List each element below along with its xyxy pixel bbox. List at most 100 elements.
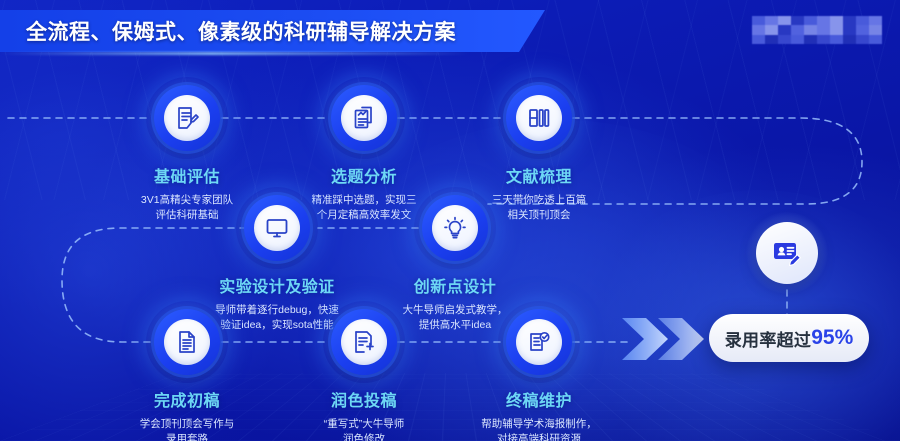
step-desc-line-1: 学会顶刊顶会写作与 xyxy=(139,418,235,430)
logo-mosaic-cell xyxy=(778,34,791,44)
logo-mosaic-cell xyxy=(830,16,843,26)
step-desc-line-2: 对接高端科研资源 xyxy=(497,433,581,441)
books-shelf-icon xyxy=(516,95,562,141)
logo-mosaic-cell xyxy=(752,16,765,26)
document-pencil-icon xyxy=(164,95,210,141)
step-node-6[interactable]: 完成初稿 学会顶刊顶会写作与 录用套路 xyxy=(97,301,277,441)
step-description: 3V1高精尖专家团队 评估科研基础 xyxy=(97,193,277,223)
step-desc-line-2: 个月定稿高效率发文 xyxy=(316,209,412,221)
step-desc-line-2: 录用套路 xyxy=(166,433,208,441)
logo-mosaic-cell xyxy=(869,25,882,35)
step-icon-wrap xyxy=(498,77,580,159)
step-icon-wrap xyxy=(498,301,580,383)
icon-circle xyxy=(506,309,572,375)
title-banner: 全流程、保姆式、像素级的科研辅导解决方案 xyxy=(0,10,545,52)
icon-circle xyxy=(154,309,220,375)
step-desc-line-2: 润色修改 xyxy=(343,433,385,441)
censored-logo xyxy=(752,16,882,44)
step-description: “重写式”大牛导师 润色修改 xyxy=(274,417,454,441)
step-node-2[interactable]: 选题分析 精准踩中选题，实现三 个月定稿高效率发文 xyxy=(274,77,454,223)
logo-mosaic-cell xyxy=(856,16,869,26)
step-title: 终稿维护 xyxy=(505,393,572,410)
step-desc-line-2: 相关顶刊顶会 xyxy=(507,209,571,221)
step-title: 基础评估 xyxy=(153,169,220,186)
step-icon-wrap xyxy=(323,77,405,159)
step-icon-wrap xyxy=(323,301,405,383)
page-lines-icon xyxy=(164,319,210,365)
step-title: 完成初稿 xyxy=(153,393,220,410)
step-description: 学会顶刊顶会写作与 录用套路 xyxy=(97,417,277,441)
icon-circle xyxy=(422,195,488,261)
logo-mosaic-cell xyxy=(804,16,817,26)
icon-circle xyxy=(506,85,572,151)
step-icon-wrap xyxy=(414,187,496,269)
double-chevron-right-icon xyxy=(622,318,704,360)
logo-mosaic-cell xyxy=(869,16,882,26)
step-description: 导师带着逐行debug，快速 验证idea，实现sota性能 xyxy=(187,303,367,333)
step-node-7[interactable]: 润色投稿 “重写式”大牛导师 润色修改 xyxy=(274,301,454,441)
step-desc-line-1: 大牛导师启发式教学， xyxy=(402,304,508,316)
id-card-edit-icon xyxy=(756,222,818,284)
step-desc-line-2: 评估科研基础 xyxy=(155,209,219,221)
logo-mosaic-cell xyxy=(765,25,778,35)
result-icon-wrap xyxy=(746,212,828,294)
document-check-icon xyxy=(516,319,562,365)
logo-mosaic-cell xyxy=(830,25,843,35)
logo-mosaic-cell xyxy=(791,34,804,44)
logo-mosaic-cell xyxy=(765,34,778,44)
logo-mosaic-cell xyxy=(817,16,830,26)
step-node-5[interactable]: 创新点设计 大牛导师启发式教学， 提供高水平idea xyxy=(365,187,545,333)
step-description: 帮助辅导学术海报制作， 对接高端科研资源 xyxy=(449,417,629,441)
step-node-1[interactable]: 基础评估 3V1高精尖专家团队 评估科研基础 xyxy=(97,77,277,223)
result-badge: 录用率超过 95% xyxy=(709,314,869,362)
logo-mosaic-cell xyxy=(830,34,843,44)
step-desc-line-2: 提供高水平idea xyxy=(418,319,492,331)
logo-mosaic-cell xyxy=(752,34,765,44)
step-title: 润色投稿 xyxy=(330,393,397,410)
step-desc-line-1: 帮助辅导学术海报制作， xyxy=(481,418,597,430)
step-desc-line-2: 验证idea，实现sota性能 xyxy=(220,319,334,331)
icon-circle xyxy=(331,309,397,375)
step-node-4[interactable]: 实验设计及验证 导师带着逐行debug，快速 验证idea，实现sota性能 xyxy=(187,187,367,333)
icon-circle xyxy=(331,85,397,151)
logo-mosaic-cell xyxy=(856,34,869,44)
documents-chart-icon xyxy=(341,95,387,141)
logo-mosaic-cell xyxy=(804,34,817,44)
logo-mosaic-cell xyxy=(791,25,804,35)
logo-mosaic-cell xyxy=(843,25,856,35)
banner-sheen xyxy=(0,52,470,55)
result-value: 95% xyxy=(811,326,854,349)
step-icon-wrap xyxy=(146,301,228,383)
step-desc-line-1: 3V1高精尖专家团队 xyxy=(140,194,234,206)
logo-mosaic-cell xyxy=(791,16,804,26)
step-description: 精准踩中选题，实现三 个月定稿高效率发文 xyxy=(274,193,454,223)
step-icon-wrap xyxy=(236,187,318,269)
step-node-3[interactable]: 文献梳理 三天带你吃透上百篇 相关顶刊顶会 xyxy=(449,77,629,223)
icon-circle xyxy=(154,85,220,151)
step-title: 创新点设计 xyxy=(413,279,497,296)
logo-mosaic-cell xyxy=(752,25,765,35)
logo-mosaic-cell xyxy=(778,16,791,26)
step-title: 文献梳理 xyxy=(505,169,572,186)
step-description: 三天带你吃透上百篇 相关顶刊顶会 xyxy=(449,193,629,223)
lightbulb-icon xyxy=(432,205,478,251)
step-desc-line-1: “重写式”大牛导师 xyxy=(323,418,405,430)
logo-mosaic-cell xyxy=(765,16,778,26)
step-desc-line-1: 导师带着逐行debug，快速 xyxy=(215,304,339,316)
icon-circle xyxy=(244,195,310,261)
logo-mosaic-cell xyxy=(778,25,791,35)
step-node-8[interactable]: 终稿维护 帮助辅导学术海报制作， 对接高端科研资源 xyxy=(449,301,629,441)
logo-mosaic-cell xyxy=(856,25,869,35)
step-title: 选题分析 xyxy=(330,169,397,186)
document-edit-icon xyxy=(341,319,387,365)
logo-mosaic-cell xyxy=(843,34,856,44)
logo-mosaic-cell xyxy=(804,25,817,35)
monitor-icon xyxy=(254,205,300,251)
logo-mosaic-cell xyxy=(843,16,856,26)
step-desc-line-1: 精准踩中选题，实现三 xyxy=(311,194,417,206)
step-title: 实验设计及验证 xyxy=(219,279,335,296)
logo-mosaic-cell xyxy=(817,34,830,44)
result-label: 录用率超过 xyxy=(724,330,812,350)
step-description: 大牛导师启发式教学， 提供高水平idea xyxy=(365,303,545,333)
